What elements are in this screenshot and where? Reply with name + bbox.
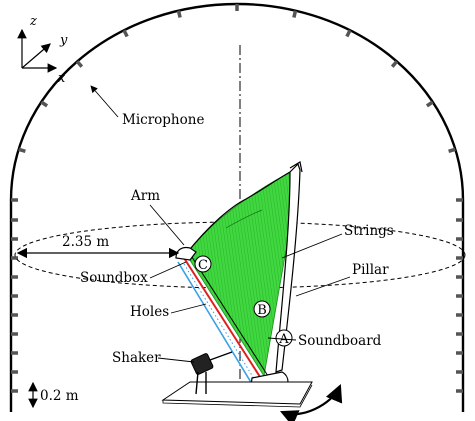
holes-leader <box>170 303 207 314</box>
harp-pillar-top <box>289 161 303 173</box>
microphone-label: Microphone <box>122 112 204 128</box>
shaker-label: Shaker <box>112 350 161 366</box>
point-c-label: C <box>198 258 208 273</box>
strings-leader <box>281 233 343 259</box>
microphone-tick <box>40 100 49 108</box>
point-c: C <box>194 255 212 273</box>
microphone-tick <box>75 60 84 68</box>
soundbox-leader <box>149 261 187 279</box>
z-axis-label: z <box>29 14 37 29</box>
diameter-label: 2.35 m <box>62 234 109 250</box>
holes-dots <box>183 263 257 383</box>
shaker <box>190 351 233 395</box>
holes-label: Holes <box>130 304 169 320</box>
microphone-ticks <box>11 4 463 393</box>
microphone-tick <box>176 10 182 18</box>
microphone-tick <box>425 100 434 108</box>
y-axis-label: y <box>59 33 68 48</box>
soundboard-leader <box>267 337 297 341</box>
arm-label: Arm <box>130 188 160 204</box>
harp-neck <box>185 171 291 255</box>
microphone-tick <box>448 147 456 154</box>
rotation-arrow <box>279 383 343 421</box>
microphone-tick <box>390 60 399 68</box>
microphone-tick <box>292 10 298 18</box>
harp-neck-inner <box>225 209 263 229</box>
microphone-tick <box>122 29 129 38</box>
point-b-label: B <box>257 303 267 318</box>
soundbox-label: Soundbox <box>80 270 148 286</box>
microphone-tick <box>18 147 26 154</box>
soundboard-line <box>189 253 269 377</box>
shaker-leader <box>157 357 195 363</box>
pillar-leader <box>295 276 351 297</box>
strings-label: Strings <box>344 223 394 239</box>
coordinate-axes: z y x <box>17 14 68 86</box>
x-axis-label: x <box>58 71 66 86</box>
soundboard-label: Soundboard <box>298 333 382 349</box>
soundbox-line <box>183 257 263 381</box>
platform <box>161 381 313 405</box>
holes-line <box>177 261 253 385</box>
microphone-leader <box>90 85 119 118</box>
harp-pillar <box>275 162 301 373</box>
arm-leader <box>149 204 185 246</box>
pillar-label: Pillar <box>352 262 389 278</box>
microphone-tick <box>345 29 352 38</box>
point-b: B <box>253 300 271 318</box>
spacing-label: 0.2 m <box>40 388 79 404</box>
